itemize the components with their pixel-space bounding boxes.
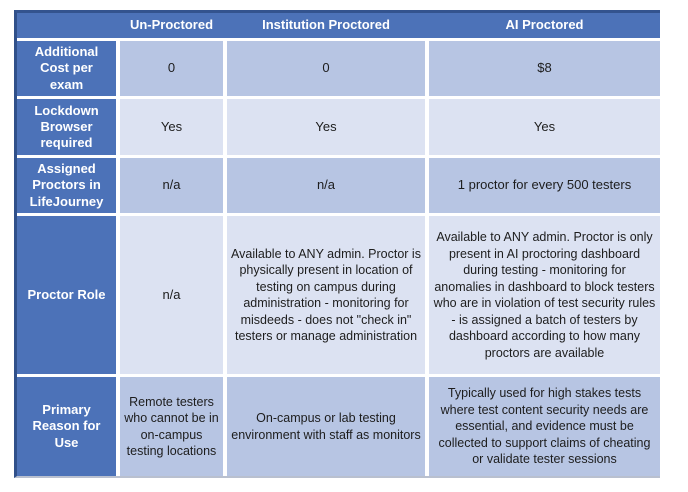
table-cell: Available to ANY admin. Proctor is physi…	[227, 216, 425, 374]
table-cell: Typically used for high stakes tests whe…	[429, 377, 660, 476]
column-header-un-proctored: Un-Proctored	[120, 13, 223, 38]
table-cell: 0	[120, 41, 223, 96]
table-cell: Remote testers who cannot be in on-campu…	[120, 377, 223, 476]
row-header-proctor-role: Proctor Role	[17, 216, 116, 374]
row-header-additional-cost: Additional Cost per exam	[17, 41, 116, 96]
table-cell: Yes	[227, 99, 425, 155]
proctoring-comparison-table: Un-Proctored Institution Proctored AI Pr…	[14, 10, 660, 478]
table-cell: n/a	[227, 158, 425, 213]
table-cell: n/a	[120, 158, 223, 213]
table-cell: $8	[429, 41, 660, 96]
row-header-lockdown-browser: Lockdown Browser required	[17, 99, 116, 155]
table-cell: Available to ANY admin. Proctor is only …	[429, 216, 660, 374]
row-header-assigned-proctors: Assigned Proctors in LifeJourney	[17, 158, 116, 213]
column-header-ai-proctored: AI Proctored	[429, 13, 660, 38]
row-header-primary-reason: Primary Reason for Use	[17, 377, 116, 476]
table-cell: 0	[227, 41, 425, 96]
table-cell: Yes	[429, 99, 660, 155]
table-cell: Yes	[120, 99, 223, 155]
table-cell: 1 proctor for every 500 testers	[429, 158, 660, 213]
column-header-institution-proctored: Institution Proctored	[227, 13, 425, 38]
corner-header-cell	[17, 13, 116, 38]
table-cell: n/a	[120, 216, 223, 374]
table-cell: On-campus or lab testing environment wit…	[227, 377, 425, 476]
